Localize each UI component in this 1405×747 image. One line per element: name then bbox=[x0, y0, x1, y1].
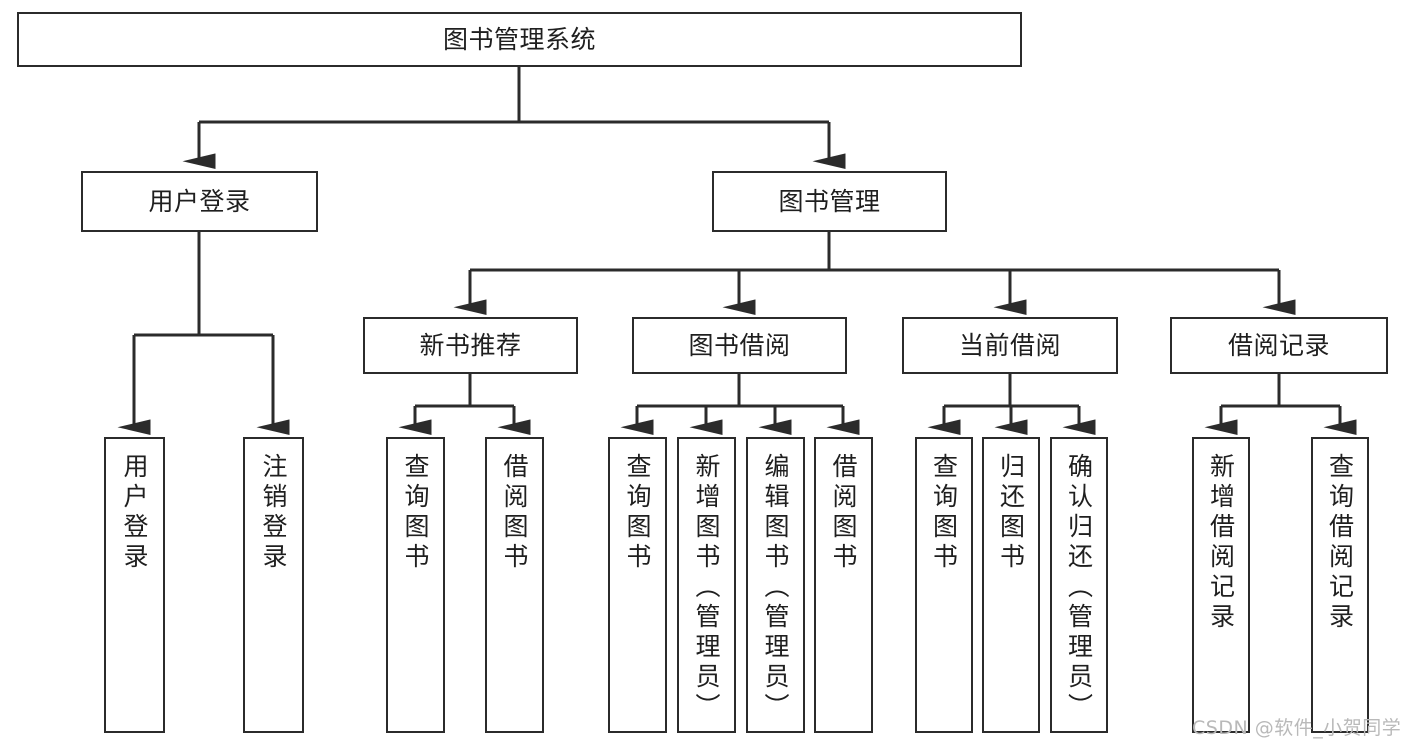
node-label: 借阅记录 bbox=[1227, 330, 1330, 360]
node-label: 借阅图书 bbox=[500, 453, 529, 573]
node-label: 编辑图书（管理员） bbox=[761, 453, 790, 723]
node-label: 查询借阅记录 bbox=[1325, 453, 1355, 633]
leaf-book-borrow-borrow-book[interactable]: 借阅图书 bbox=[814, 437, 873, 733]
leaf-book-borrow-query-book[interactable]: 查询图书 bbox=[608, 437, 667, 733]
leaf-new-book-borrow-book[interactable]: 借阅图书 bbox=[485, 437, 544, 733]
node-label: 确认归还（管理员） bbox=[1064, 453, 1094, 723]
leaf-book-borrow-add-book-admin[interactable]: 新增图书（管理员） bbox=[677, 437, 736, 733]
leaf-borrow-record-add-record[interactable]: 新增借阅记录 bbox=[1192, 437, 1250, 733]
watermark: CSDN @软件_小贺同学 bbox=[1192, 717, 1402, 739]
node-label: 新增借阅记录 bbox=[1206, 453, 1236, 633]
node-new-book-recommend[interactable]: 新书推荐 bbox=[363, 317, 578, 374]
node-label: 查询图书 bbox=[929, 453, 959, 573]
leaf-current-borrow-confirm-return-admin[interactable]: 确认归还（管理员） bbox=[1050, 437, 1108, 733]
node-user-login[interactable]: 用户登录 bbox=[81, 171, 318, 232]
node-borrow-record[interactable]: 借阅记录 bbox=[1170, 317, 1388, 374]
node-label: 新增图书（管理员） bbox=[692, 453, 721, 723]
node-book-management[interactable]: 图书管理 bbox=[712, 171, 947, 232]
leaf-new-book-query-book[interactable]: 查询图书 bbox=[386, 437, 445, 733]
node-label: 当前借阅 bbox=[958, 330, 1061, 360]
node-root-book-management-system[interactable]: 图书管理系统 bbox=[17, 12, 1022, 67]
node-current-borrow[interactable]: 当前借阅 bbox=[902, 317, 1118, 374]
leaf-current-borrow-return-book[interactable]: 归还图书 bbox=[982, 437, 1040, 733]
node-label: 图书管理系统 bbox=[442, 24, 596, 54]
leaf-user-login-login[interactable]: 用户登录 bbox=[104, 437, 165, 733]
leaf-book-borrow-edit-book-admin[interactable]: 编辑图书（管理员） bbox=[746, 437, 805, 733]
node-label: 新书推荐 bbox=[419, 330, 522, 360]
leaf-borrow-record-query-record[interactable]: 查询借阅记录 bbox=[1311, 437, 1369, 733]
node-label: 图书管理 bbox=[778, 186, 881, 216]
node-label: 用户登录 bbox=[120, 453, 149, 573]
node-book-borrow[interactable]: 图书借阅 bbox=[632, 317, 847, 374]
leaf-user-login-logout[interactable]: 注销登录 bbox=[243, 437, 304, 733]
node-label: 查询图书 bbox=[401, 453, 430, 573]
node-label: 借阅图书 bbox=[829, 453, 858, 573]
leaf-current-borrow-query-book[interactable]: 查询图书 bbox=[915, 437, 973, 733]
node-label: 查询图书 bbox=[623, 453, 652, 573]
node-label: 归还图书 bbox=[996, 453, 1026, 573]
node-label: 用户登录 bbox=[148, 186, 251, 216]
node-label: 注销登录 bbox=[259, 453, 288, 573]
node-label: 图书借阅 bbox=[688, 330, 791, 360]
